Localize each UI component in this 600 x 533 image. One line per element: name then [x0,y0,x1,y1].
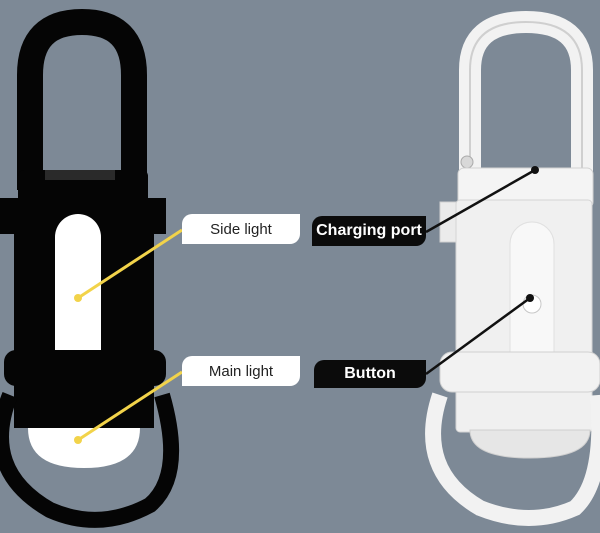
white-bottom-loop [425,392,600,526]
black-bottom-clamp [4,350,166,386]
white-bottom-clamp [439,351,600,393]
black-bottom-loop [0,392,180,528]
black-carabiner-light [0,8,180,528]
main-light-pointer [77,370,183,442]
side-light-label: Side light [182,214,300,244]
white-main-lens [469,429,591,459]
main-light-label: Main light [182,356,300,386]
charging-port-label: Charging port [312,216,426,246]
white-top-hook [459,10,593,175]
charging-port-pointer [425,168,536,234]
white-hook-pivot [460,155,474,169]
side-light-pointer [77,228,183,300]
white-carabiner-light [425,10,600,526]
pointer-lines [74,166,539,444]
main-light-lens [28,428,140,468]
button-pointer [425,296,531,376]
button-label: Button [314,360,426,388]
black-top-hook [17,8,147,190]
